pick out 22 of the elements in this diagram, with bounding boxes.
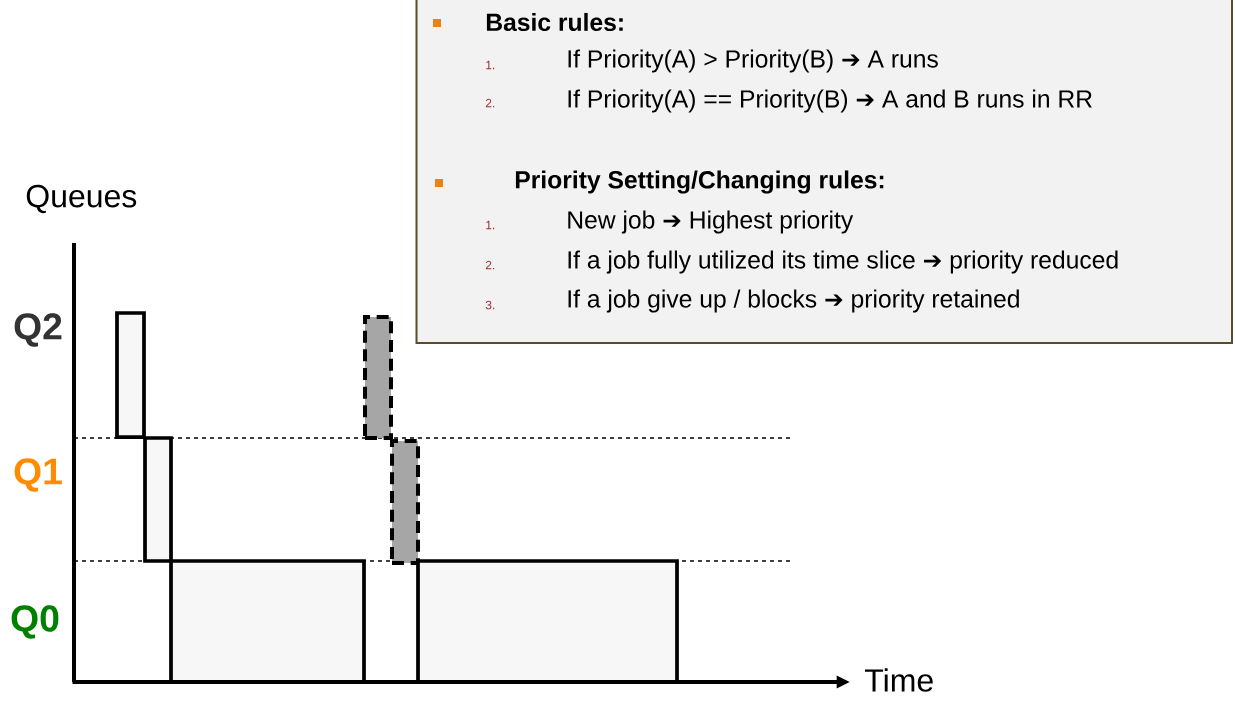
list-number: 3. (485, 300, 495, 310)
job-bar (390, 439, 420, 565)
rule-text: If a job fully utilized its time slice ➔ priority reduced (568, 250, 1118, 274)
rule-heading: Basic rules: (486, 12, 623, 32)
rule-text: If Priority(A) > Priority(B) ➔ A runs (568, 49, 938, 73)
job-bar (115, 311, 146, 439)
list-number: 1. (486, 60, 495, 70)
queue-label: Q1 (14, 458, 62, 492)
axis-title: Time (865, 668, 933, 692)
rules-box (415, 0, 1233, 344)
job-bar (363, 315, 393, 440)
queue-label: Q2 (14, 313, 62, 347)
job-bar (143, 436, 173, 563)
rule-text: If Priority(A) == Priority(B) ➔ A and B runs in RR (568, 89, 1092, 113)
rule-heading: Priority Setting/Changing rules: (515, 170, 884, 194)
axis-title: Queues (26, 184, 137, 214)
list-number: 2. (485, 260, 495, 270)
rule-text: New job ➔ Highest priority (568, 210, 854, 234)
rule-text: If a job give up / blocks ➔ priority retained (568, 289, 1019, 313)
list-number: 1. (486, 220, 495, 230)
list-number: 2. (485, 98, 495, 108)
queue-label: Q0 (11, 605, 59, 639)
